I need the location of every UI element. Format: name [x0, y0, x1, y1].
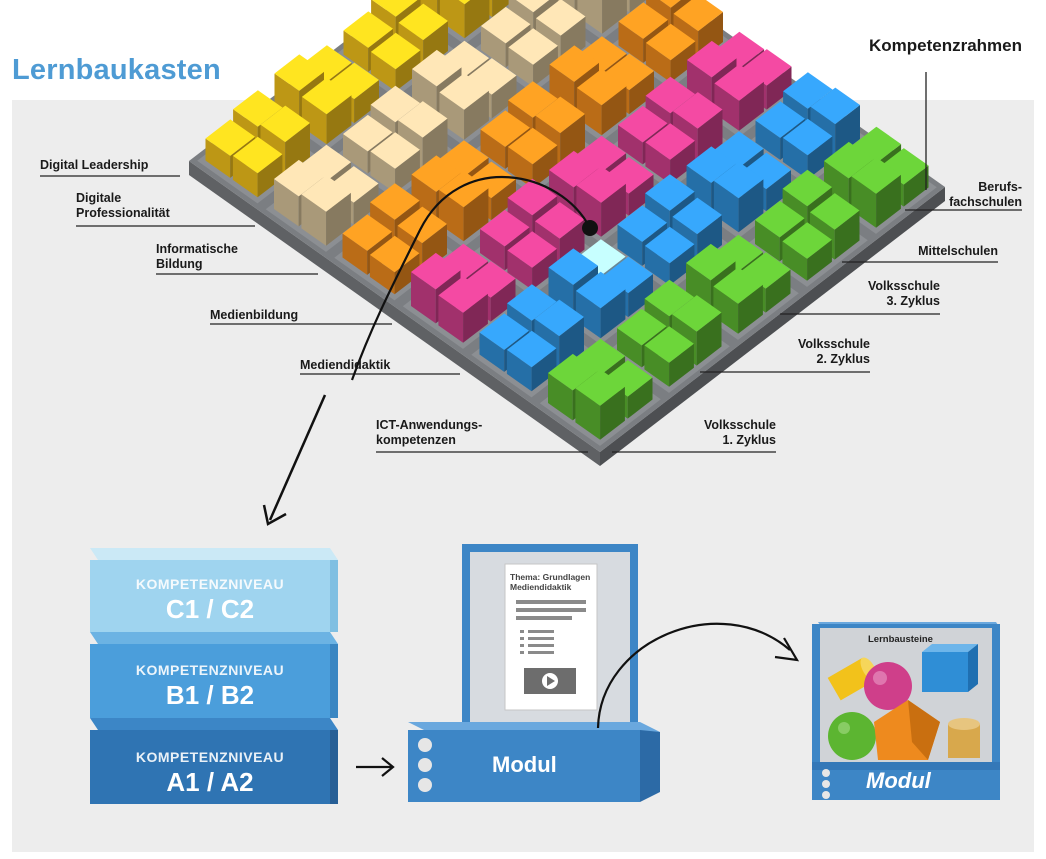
grid-cube — [713, 161, 764, 233]
grid-cube — [644, 226, 695, 286]
grid-cube — [301, 175, 351, 246]
module-document-title: Thema: Grundlagen Mediendidaktik — [510, 572, 591, 592]
arrow-down-to-levels — [268, 394, 327, 521]
grid-cube — [438, 276, 488, 343]
level-a-label: KOMPETENZNIVEAU A1 / A2 — [90, 749, 330, 798]
label-volksschule-1: Volksschule 1. Zyklus — [703, 418, 776, 447]
arrow-to-building-blocks-head — [774, 637, 800, 662]
label-ict-anwendungskompetenzen: ICT-Anwendungs- kompetenzen — [376, 418, 483, 447]
grid-cube — [507, 127, 558, 189]
grid-cube — [575, 369, 625, 440]
label-leader-lines — [40, 175, 1022, 453]
level-a-value: A1 / A2 — [166, 767, 254, 797]
level-b-value: B1 / B2 — [165, 680, 255, 710]
competence-grid-cubes — [205, 0, 929, 440]
label-medienbildung: Medienbildung — [210, 308, 299, 322]
label-informatische-bildung: Informatische Bildung — [156, 242, 238, 271]
grid-cube — [507, 231, 557, 290]
grid-cube — [439, 0, 490, 39]
grid-cube — [577, 0, 627, 34]
level-c-label: KOMPETENZNIVEAU C1 / C2 — [90, 576, 330, 625]
label-mittelschulen: Mittelschulen — [918, 244, 998, 258]
arrow-to-module-head — [381, 757, 395, 777]
module-box — [408, 544, 660, 802]
arrow-down-head — [262, 504, 287, 526]
grid-cube — [506, 330, 557, 392]
grid-cube — [301, 77, 352, 145]
grid-cube — [575, 271, 626, 339]
label-digitale-professionalitaet: Digitale Professionalität — [76, 191, 170, 220]
label-volksschule-2: Volksschule 2. Zyklus — [797, 337, 870, 366]
level-b-heading: KOMPETENZNIVEAU — [135, 662, 285, 678]
grid-cube — [644, 326, 694, 387]
grid-cube — [508, 28, 558, 87]
label-berufsfachschulen: Berufs- fachschulen — [949, 180, 1022, 209]
building-blocks-box-label: Modul — [866, 768, 931, 793]
building-blocks-box — [812, 622, 1000, 800]
grid-cube — [782, 118, 833, 180]
grid-cube — [576, 68, 627, 136]
grid-cube — [370, 32, 421, 92]
grid-cube — [645, 123, 695, 184]
building-blocks-caption: Lernbausteine — [868, 634, 933, 645]
level-c-heading: KOMPETENZNIVEAU — [135, 576, 285, 592]
competence-level-stack — [90, 548, 338, 804]
label-digital-leadership: Digital Leadership — [40, 158, 149, 172]
frame-title: Kompetenzrahmen — [868, 36, 1022, 55]
board-side-left — [189, 161, 600, 466]
grid-cube — [369, 235, 420, 295]
grid-cube — [370, 132, 420, 193]
level-b-label: KOMPETENZNIVEAU B1 / B2 — [90, 662, 330, 711]
page-title: Lernbaukasten — [12, 54, 221, 86]
level-c-value: C1 / C2 — [165, 594, 255, 624]
label-mediendidaktik: Mediendidaktik — [300, 358, 391, 372]
grid-cube — [714, 64, 764, 131]
selected-cell-marker — [582, 220, 598, 236]
grid-cube — [713, 267, 763, 334]
grid-cube — [782, 222, 832, 281]
level-a-heading: KOMPETENZNIVEAU — [135, 749, 285, 765]
label-volksschule-3: Volksschule 3. Zyklus — [867, 279, 940, 308]
mediendidaktik-curve — [350, 175, 591, 381]
grid-cube — [851, 157, 901, 228]
grid-cube — [439, 73, 489, 140]
board-side-right — [600, 187, 945, 466]
grid-cube — [645, 23, 696, 83]
arrow-to-building-blocks — [596, 622, 791, 729]
module-box-label: Modul — [492, 752, 557, 777]
grid-cube — [232, 136, 283, 198]
